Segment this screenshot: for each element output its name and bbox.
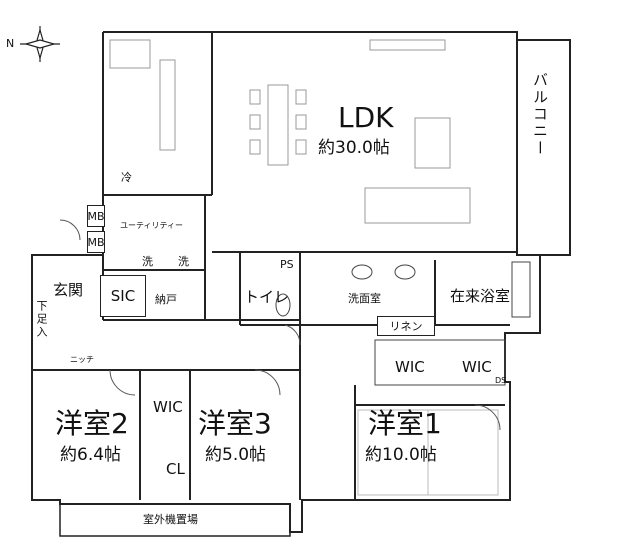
compass-icon <box>20 26 60 62</box>
bedroom2-size: 約6.4帖 <box>60 445 122 465</box>
bedroom3-name: 洋室3 <box>198 407 272 440</box>
wic-1-label: WIC <box>395 358 425 376</box>
cl-label: CL <box>166 460 185 478</box>
wash-label-2: 洗 <box>178 255 189 268</box>
bedroom1-name: 洋室1 <box>368 407 442 440</box>
sic-closet: SIC <box>100 275 146 317</box>
mb-cabinet-1: MB <box>87 205 105 227</box>
bedroom2-name: 洋室2 <box>55 407 129 440</box>
closet-name: 納戸 <box>155 293 177 306</box>
ldk-size: 約30.0帖 <box>318 138 390 158</box>
ps-label: PS <box>280 258 294 271</box>
outdoor-unit-area <box>59 503 291 537</box>
fridge-label: 冷 <box>121 171 132 184</box>
ds-label: DS <box>495 376 507 385</box>
toilet-name: トイレ <box>244 288 290 306</box>
bedroom1-size: 約10.0帖 <box>365 445 437 465</box>
sic-label: SIC <box>110 287 136 305</box>
wic-2-label: WIC <box>462 358 492 376</box>
entrance-name: 玄関 <box>53 281 84 299</box>
bath-name: 在来浴室 <box>450 287 511 305</box>
bedroom3-size: 約5.0帖 <box>205 445 267 465</box>
linen-label: リネン <box>389 320 423 333</box>
wic-3-label: WIC <box>153 398 183 416</box>
mb-label-1: MB <box>87 209 105 223</box>
ldk-name: LDK <box>338 101 394 134</box>
linen-closet: リネン <box>377 316 435 336</box>
compass-label: N <box>6 37 15 50</box>
utility-name: ユーティリティー <box>120 221 184 230</box>
shoebox-name: 下足入 <box>35 300 48 339</box>
outdoor-unit-label: 室外機置場 <box>143 513 198 526</box>
wash-label-1: 洗 <box>142 255 153 268</box>
mb-cabinet-2: MB <box>87 231 105 253</box>
balcony-outline <box>517 39 571 256</box>
balcony-name: バルコニー <box>531 72 549 157</box>
niche-label: ニッチ <box>70 355 94 364</box>
washroom-name: 洗面室 <box>348 292 381 305</box>
mb-label-2: MB <box>87 235 105 249</box>
